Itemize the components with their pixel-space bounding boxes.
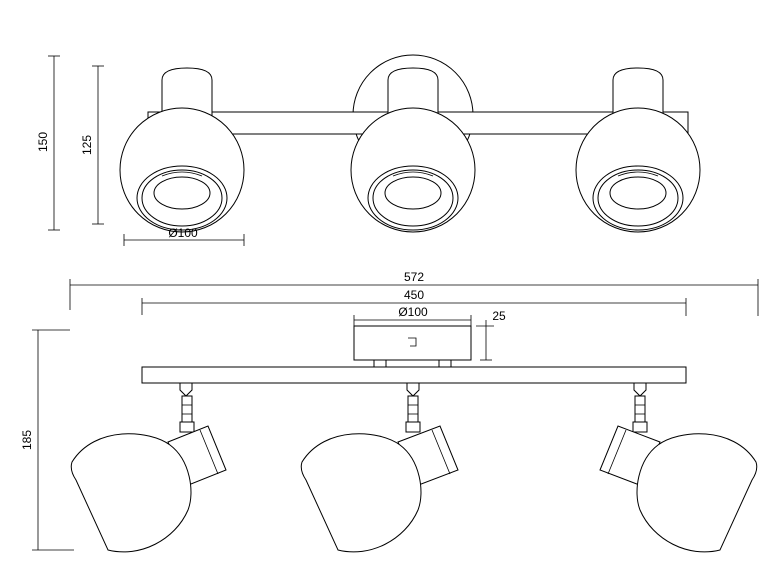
side-spot-right [599,382,758,553]
side-rail-bar [141,366,687,384]
dim-572: 572 [69,270,759,316]
side-spot-left [70,382,227,553]
side-spot-center [300,382,459,553]
dim-base-diameter-label: Ø100 [398,305,428,319]
dim-450-label: 450 [404,288,424,302]
dim-125-label: 125 [80,135,94,155]
top-spot-right [575,67,701,233]
top-view: 150 125 Ø100 [36,54,701,246]
dim-185-label: 185 [20,430,34,450]
side-view: 572 450 Ø100 25 [20,270,759,553]
dim-25-label: 25 [492,309,506,323]
top-spot-left [119,67,245,233]
dim-125: 125 [80,65,104,225]
dim-150: 150 [36,55,60,231]
top-spot-center [350,67,476,233]
dim-base-diameter: Ø100 [353,305,472,326]
dim-185: 185 [20,329,74,551]
dim-572-label: 572 [404,270,424,284]
dim-450: 450 [141,288,687,316]
dim-shade-diameter: Ø100 [123,226,245,246]
dim-shade-diameter-label: Ø100 [168,226,198,240]
dim-150-label: 150 [36,132,50,152]
dim-25: 25 [476,309,506,361]
